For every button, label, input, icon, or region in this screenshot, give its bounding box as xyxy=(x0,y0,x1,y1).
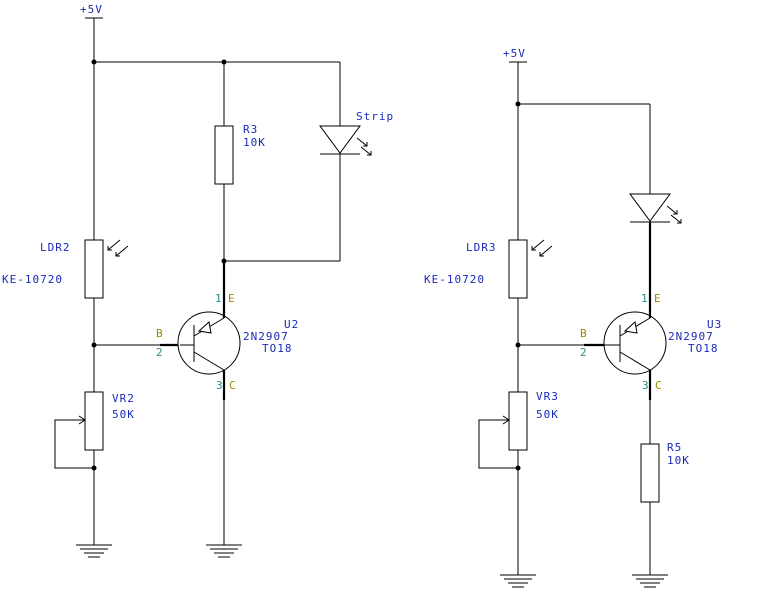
ground-symbol xyxy=(500,574,536,588)
pot-value: 50K xyxy=(112,408,135,421)
collector-pin-label: C xyxy=(229,379,236,392)
potentiometer: VR2 50K xyxy=(54,345,135,545)
transistor-part: 2N2907 xyxy=(668,330,714,343)
light-emit-icon xyxy=(356,137,372,156)
junction-dot xyxy=(515,465,521,471)
ldr-resistor: LDR2 KE-10720 xyxy=(2,239,129,345)
circuit-1: +5V LDR2 KE-10720 xyxy=(2,3,394,558)
base-pin-label: B xyxy=(156,327,163,340)
ldr-part: KE-10720 xyxy=(424,273,485,286)
emitter-pin-label: E xyxy=(654,292,661,305)
ground-symbol xyxy=(632,574,668,588)
ldr-part: KE-10720 xyxy=(2,273,63,286)
pot-ref: VR3 xyxy=(536,390,559,403)
transistor-ref: U3 xyxy=(707,318,722,331)
base-pin-label: B xyxy=(580,327,587,340)
ldr-ref: LDR2 xyxy=(40,241,71,254)
light-arrows-icon xyxy=(531,239,553,257)
led-diode xyxy=(629,104,682,311)
resistor-value: 10K xyxy=(667,454,690,467)
transistor-package: TO18 xyxy=(688,342,719,355)
emitter-pin-number: 1 xyxy=(215,292,222,305)
resistor-ref: R5 xyxy=(667,441,682,454)
supply-label: +5V xyxy=(80,3,103,16)
collector-pin-number: 3 xyxy=(216,379,223,392)
supply-symbol: +5V xyxy=(503,47,527,104)
collector-pin-label: C xyxy=(655,379,662,392)
junction-dot xyxy=(91,465,97,471)
supply-symbol: +5V xyxy=(80,3,103,62)
pnp-transistor: E 1 B 2 C 3 U3 2N2907 TO18 xyxy=(580,292,722,400)
potentiometer: VR3 50K xyxy=(478,345,559,575)
transistor-ref: U2 xyxy=(284,318,299,331)
ground-symbol xyxy=(76,544,112,558)
led-ref: Strip xyxy=(356,110,394,123)
transistor-part: 2N2907 xyxy=(243,330,289,343)
resistor: R5 10K xyxy=(640,400,690,575)
transistor-package: TO18 xyxy=(262,342,293,355)
light-emit-icon xyxy=(666,205,682,224)
ldr-resistor: LDR3 KE-10720 xyxy=(424,239,553,345)
pnp-transistor: E 1 B 2 C 3 U2 2N2907 TO18 xyxy=(156,261,299,400)
ground-symbol xyxy=(206,544,242,558)
resistor-value: 10K xyxy=(243,136,266,149)
resistor-ref: R3 xyxy=(243,123,258,136)
emitter-pin-label: E xyxy=(228,292,235,305)
base-pin-number: 2 xyxy=(156,346,163,359)
resistor: R3 10K xyxy=(214,62,266,261)
light-arrows-icon xyxy=(107,239,129,257)
emitter-pin-number: 1 xyxy=(641,292,648,305)
collector-pin-number: 3 xyxy=(642,379,649,392)
base-pin-number: 2 xyxy=(580,346,587,359)
pot-value: 50K xyxy=(536,408,559,421)
circuit-2: +5V LDR3 KE-10720 VR3 50 xyxy=(424,47,722,588)
supply-label: +5V xyxy=(503,47,526,60)
led-diode: Strip xyxy=(224,62,394,262)
pot-ref: VR2 xyxy=(112,392,135,405)
ldr-ref: LDR3 xyxy=(466,241,497,254)
